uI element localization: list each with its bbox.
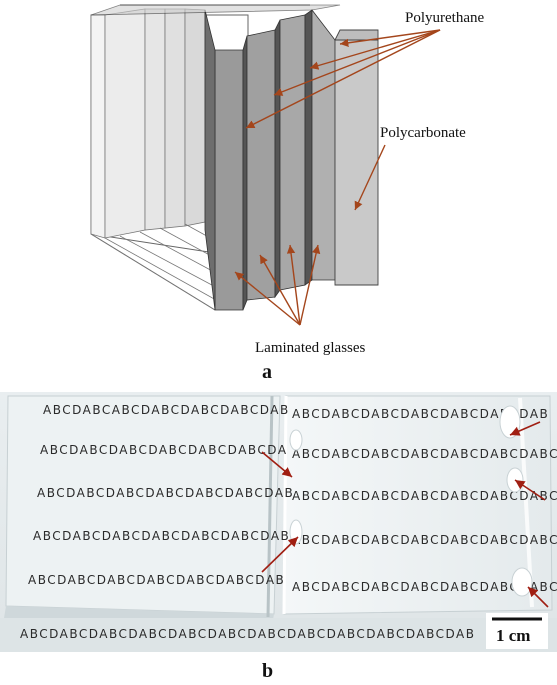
defect-arrows <box>261 421 549 608</box>
right-text-rows: ABCDABCDABCDABCDABCDABCDAB ABCDABCDABCDA… <box>292 407 557 594</box>
arrow-glass-1 <box>234 271 301 326</box>
laminate-layers <box>90 4 341 311</box>
defect-arrow-4 <box>514 479 546 501</box>
right-text-row-2: ABCDABCDABCDABCDABCDABCDABCD <box>292 447 557 461</box>
arrow-glass-4 <box>299 244 321 326</box>
scale-bar: 1 cm <box>486 613 548 649</box>
panel-label-a: a <box>262 361 272 383</box>
label-polyurethane: Polyurethane <box>405 10 484 26</box>
glass-sheets <box>90 8 291 311</box>
arrow-glass-2 <box>259 254 301 326</box>
label-laminated-glasses: Laminated glasses <box>255 340 366 356</box>
defect-arrow-1 <box>261 451 293 478</box>
arrow-polyurethane-2 <box>309 29 441 70</box>
panel-label-b: b <box>262 660 274 682</box>
label-polycarbonate: Polycarbonate <box>380 125 466 141</box>
right-text-row-4: ABCDABCDABCDABCDABCDABCDABCD <box>292 533 557 547</box>
laminate-diagram: Polyurethane Polycarbonate Laminated gla… <box>90 4 484 356</box>
laminate-photo: ABCDABCABCDABCDABCDABCDAB ABCDABCDABCDAB… <box>0 392 557 652</box>
defect-arrow-2 <box>261 536 299 573</box>
text-row-4: ABCDABCDABCDABCDABCDABCDAB <box>33 529 290 543</box>
arrow-polyurethane-3 <box>273 29 441 96</box>
text-row-3: ABCDABCDABCDABCDABCDABCDAB <box>37 486 294 500</box>
defect-arrow-3 <box>509 421 541 436</box>
text-row-6: ABCDABCDABCDABCDABCDABCDABCDABCDABCDABCD… <box>20 627 475 641</box>
right-text-row-3: ABCDABCDABCDABCDABCDABCDABCD <box>292 489 557 503</box>
text-row-5: ABCDABCDABCDABCDABCDABCDAB <box>28 573 285 587</box>
text-row-1: ABCDABCABCDABCDABCDABCDAB <box>43 403 290 417</box>
right-text-row-5: ABCDABCDABCDABCDABCDABCDABC <box>292 580 557 594</box>
callout-arrows <box>234 29 441 326</box>
polycarbonate-plate <box>334 29 379 286</box>
defect-arrow-5 <box>527 586 549 608</box>
arrow-polyurethane-1 <box>339 29 441 47</box>
arrow-polycarbonate <box>354 144 386 211</box>
text-row-2: ABCDABCDABCDABCDABCDABCDA <box>40 443 288 457</box>
arrow-polyurethane-4 <box>245 29 441 129</box>
arrow-glass-3 <box>286 244 301 326</box>
left-text-rows: ABCDABCABCDABCDABCDABCDAB ABCDABCDABCDAB… <box>20 403 475 641</box>
right-text-row-1: ABCDABCDABCDABCDABCDABCDAB <box>292 407 549 421</box>
bottom-strip <box>0 618 557 652</box>
scale-bar-label: 1 cm <box>496 626 530 645</box>
delamination-marks <box>289 405 533 597</box>
